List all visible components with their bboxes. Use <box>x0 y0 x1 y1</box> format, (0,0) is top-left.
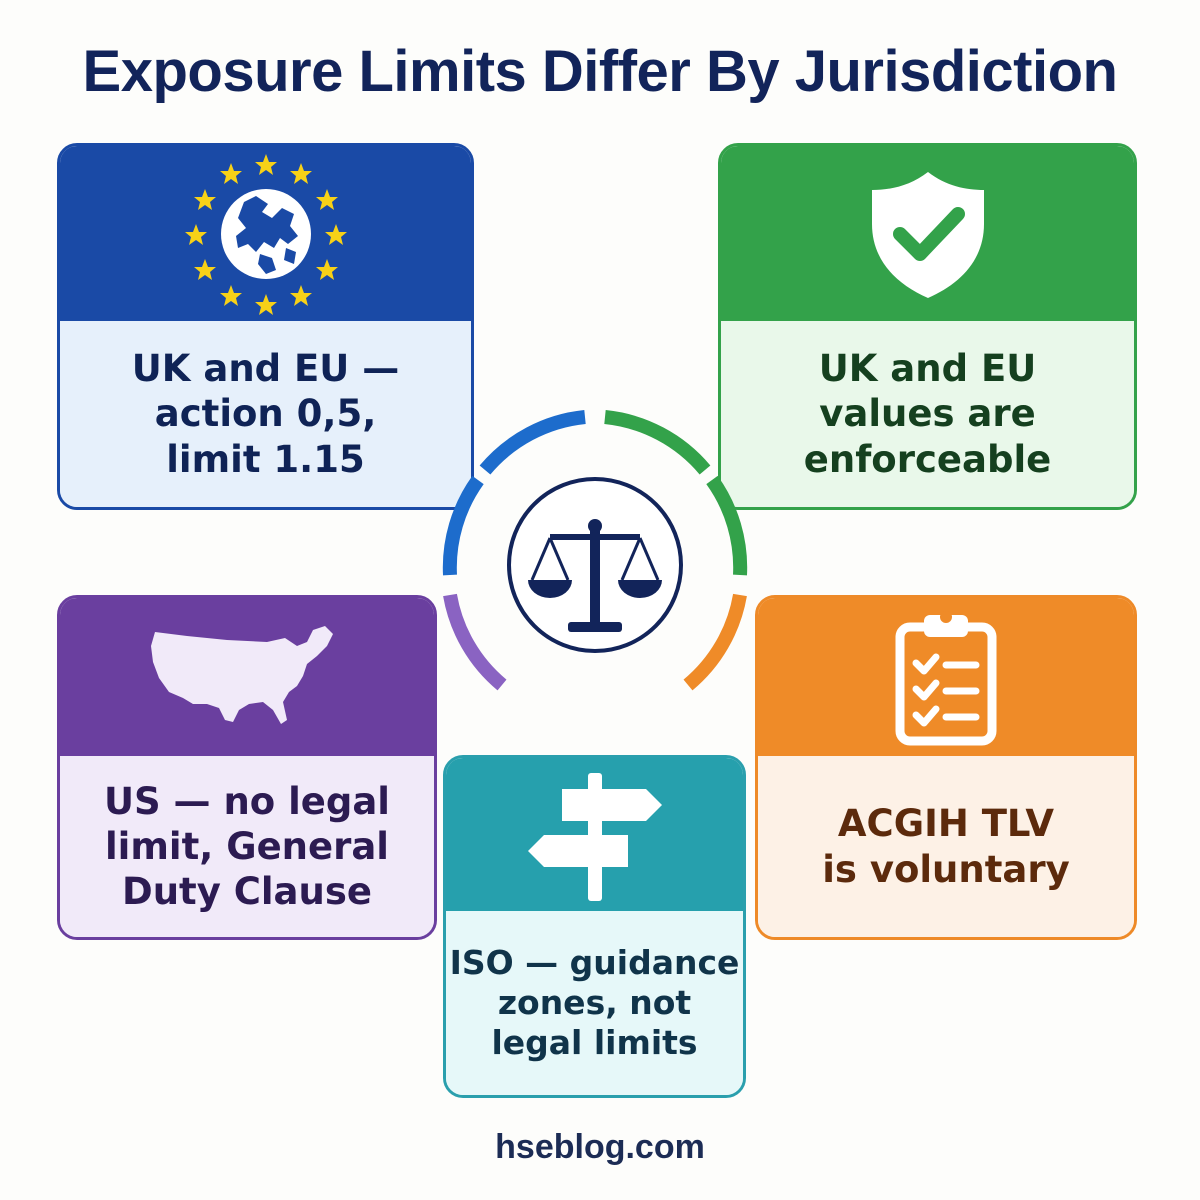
eu-globe-icon <box>184 153 347 315</box>
iso-text: ISO — guidance zones, not legal limits <box>449 942 740 1063</box>
card-header-eu <box>60 146 471 321</box>
signpost-icon <box>527 772 662 901</box>
card-iso: ISO — guidance zones, not legal limits <box>443 755 746 1098</box>
scales-of-justice-icon <box>528 519 662 632</box>
card-text-acgih: ACGIH TLV is voluntary <box>758 756 1134 937</box>
hub-ring-segment-orange <box>683 593 747 691</box>
us-map-icon <box>151 626 333 724</box>
acgih-text: ACGIH TLV is voluntary <box>822 802 1070 891</box>
card-text-enforceable: UK and EU values are enforceable <box>721 321 1134 507</box>
card-uk-eu-values: UK and EU — action 0,5, limit 1.15 <box>57 143 474 510</box>
card-header-enforceable <box>721 146 1134 321</box>
eu-values-text: UK and EU — action 0,5, limit 1.15 <box>131 347 400 481</box>
us-text: US — no legal limit, General Duty Clause <box>103 779 390 914</box>
card-header-us <box>60 598 434 756</box>
card-acgih: ACGIH TLV is voluntary <box>755 595 1137 940</box>
hub-ring-segment-green <box>604 410 711 475</box>
hub-ring-segment-blue-left <box>442 475 484 576</box>
card-us: US — no legal limit, General Duty Clause <box>57 595 437 940</box>
footer-site-name: hseblog.com <box>495 1128 705 1166</box>
card-text-us: US — no legal limit, General Duty Clause <box>60 756 434 937</box>
clipboard-checklist-icon <box>895 611 997 746</box>
card-text-eu: UK and EU — action 0,5, limit 1.15 <box>60 321 471 507</box>
hub-ring-segment-green-right <box>706 475 748 576</box>
hub-ring-segment-blue <box>479 410 586 475</box>
central-hub <box>430 410 760 700</box>
card-text-iso: ISO — guidance zones, not legal limits <box>446 911 743 1095</box>
shield-check-icon <box>871 171 984 298</box>
card-header-iso <box>446 758 743 911</box>
card-enforceable: UK and EU values are enforceable <box>718 143 1137 510</box>
hub-ring-segment-purple <box>443 593 507 691</box>
card-header-acgih <box>758 598 1134 756</box>
page-title: Exposure Limits Differ By Jurisdiction <box>82 39 1118 104</box>
enforceable-text: UK and EU values are enforceable <box>803 347 1052 481</box>
